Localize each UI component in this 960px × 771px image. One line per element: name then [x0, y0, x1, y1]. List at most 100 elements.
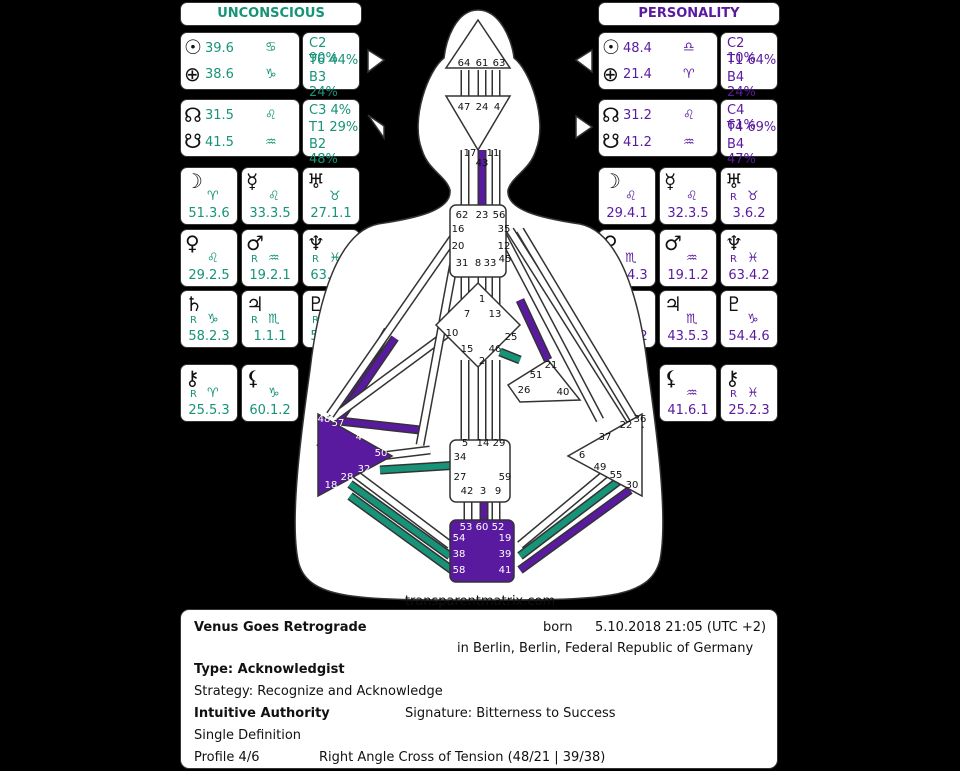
zodiac-sign-icon: ♌: [686, 189, 698, 204]
retrograde-marker: R: [730, 389, 737, 400]
incarnation-cross: Right Angle Cross of Tension (48/21 | 39…: [319, 750, 606, 765]
zodiac-sign-icon: ♒: [686, 251, 698, 266]
gate-number: 53: [460, 522, 473, 533]
gate-number: 60: [476, 522, 489, 533]
personality-header: PERSONALITY: [598, 2, 780, 26]
design-nodes-box: ☊ 31.5 ♌ ☋ 41.5 ♒: [180, 99, 300, 157]
variable-line: C2 90%: [309, 36, 338, 66]
north-node-icon: ☊: [184, 103, 202, 127]
ajna-center: [444, 95, 512, 152]
channel: [497, 228, 603, 422]
gate-number: 8: [475, 258, 481, 269]
gate-number: 44: [356, 432, 369, 443]
north-node-icon: ☊: [602, 103, 620, 127]
earth-icon: ⊕: [184, 62, 201, 86]
planet-gate-value: 32.3.5: [667, 206, 709, 221]
planet-tile: ♂♒19.1.2: [659, 229, 717, 287]
planet-tile: ☽♈51.3.6: [180, 167, 238, 225]
planet-gate-value: 1.1.1: [253, 329, 287, 344]
gate-number: 50: [375, 448, 388, 459]
personality-sun-value: 48.4: [623, 41, 652, 56]
gate-number: 6: [579, 450, 585, 461]
website-label[interactable]: transparentmatrix.com: [404, 594, 556, 609]
gate-number: 49: [594, 462, 607, 473]
planet-tile: ⚸♑60.1.2: [241, 364, 299, 422]
gate-number: 10: [446, 328, 459, 339]
aquarius-icon: ♒: [683, 135, 695, 150]
variable-line: B4 24%: [727, 70, 756, 100]
planet-gate-value: 58.2.3: [188, 329, 230, 344]
gate-number: 23: [476, 210, 489, 221]
planet-tile: ⚷R♈25.5.3: [180, 364, 238, 422]
planet-tile: ♃♏43.5.3: [659, 290, 717, 348]
gate-number: 37: [599, 432, 612, 443]
variable-line: T1 29%: [309, 120, 359, 135]
personality-sun-variables: C2 10% T1 64% B4 24%: [720, 32, 778, 100]
planet-tile: ♆R♓63.4.2: [720, 229, 778, 287]
gate-number: 52: [492, 522, 505, 533]
capricorn-icon: ♑: [265, 67, 277, 82]
personality-sun-earth-box: ☉ 48.4 ♎ ⊕ 21.4 ♈: [598, 32, 718, 90]
gate-number: 39: [499, 549, 512, 560]
variable-line: C3 4%: [309, 103, 352, 118]
planet-tile: ♅♉27.1.1: [302, 167, 360, 225]
arrow-right-icon: [575, 114, 594, 140]
gate-number: 16: [452, 224, 465, 235]
channel: [327, 226, 463, 417]
born-date: 5.10.2018 21:05 (UTC +2): [595, 620, 767, 635]
channel: [518, 477, 622, 559]
planet-gate-value: 25.2.3: [728, 403, 770, 418]
gate-number: 2: [479, 356, 485, 367]
gate-number: 9: [495, 486, 501, 497]
planet-gate-value: 43.5.3: [667, 329, 709, 344]
planet-gate-value: 54.4.6: [728, 329, 770, 344]
retrograde-marker: R: [730, 254, 737, 265]
zodiac-sign-icon: ♌: [207, 251, 219, 266]
gate-number: 1: [479, 294, 485, 305]
planet-tile: ♅R♉3.6.2: [720, 167, 778, 225]
planet-gate-value: 63.4.2: [728, 268, 770, 283]
leo-icon: ♌: [265, 108, 277, 123]
gate-number: 58: [453, 565, 466, 576]
sacral-center: [449, 439, 511, 503]
aries-icon: ♈: [683, 67, 695, 82]
channel: [348, 493, 454, 573]
planet-gate-value: 19.1.2: [667, 268, 709, 283]
variable-line: B3 24%: [309, 70, 338, 100]
gate-number: 35: [498, 224, 511, 235]
personality-south-node-value: 41.2: [623, 135, 652, 150]
gate-number: 13: [489, 309, 502, 320]
gate-number: 19: [499, 533, 512, 544]
planet-tile: ⚷R♓25.2.3: [720, 364, 778, 422]
gate-number: 20: [452, 241, 465, 252]
south-node-icon: ☋: [184, 129, 202, 153]
channel: [329, 417, 421, 433]
variable-line: T1 64%: [727, 53, 777, 68]
gate-number: 55: [610, 470, 623, 481]
arrow-right-icon: [367, 48, 386, 74]
personality-node-variables: C4 61% T4 69% B4 47%: [720, 99, 778, 167]
planet-gate-value: 29.2.5: [188, 268, 230, 283]
channel: [517, 228, 643, 432]
gate-number: 51: [530, 370, 543, 381]
gate-number: 45: [499, 254, 512, 265]
gate-number: 14: [477, 438, 490, 449]
variable-line: B4 47%: [727, 137, 756, 167]
zodiac-sign-icon: ♑: [747, 312, 759, 327]
earth-icon: ⊕: [602, 62, 619, 86]
strategy-label: Strategy: Recognize and Acknowledge: [194, 684, 443, 699]
planet-icon: ⚷: [185, 366, 200, 390]
head-center: [444, 18, 512, 69]
profile-label: Profile 4/6: [194, 750, 260, 765]
centers: [317, 18, 643, 583]
retrograde-marker: R: [730, 192, 737, 203]
gate-number: 54: [453, 533, 466, 544]
heart-center: [506, 359, 582, 403]
info-panel: Venus Goes Retrograde born 5.10.2018 21:…: [180, 609, 778, 769]
gate-number: 15: [461, 344, 474, 355]
root-center: [449, 519, 515, 583]
gate-number: 29: [493, 438, 506, 449]
planet-icon: ♅: [307, 169, 325, 193]
planet-icon: ♆: [307, 231, 325, 255]
zodiac-sign-icon: ♉: [747, 189, 759, 204]
